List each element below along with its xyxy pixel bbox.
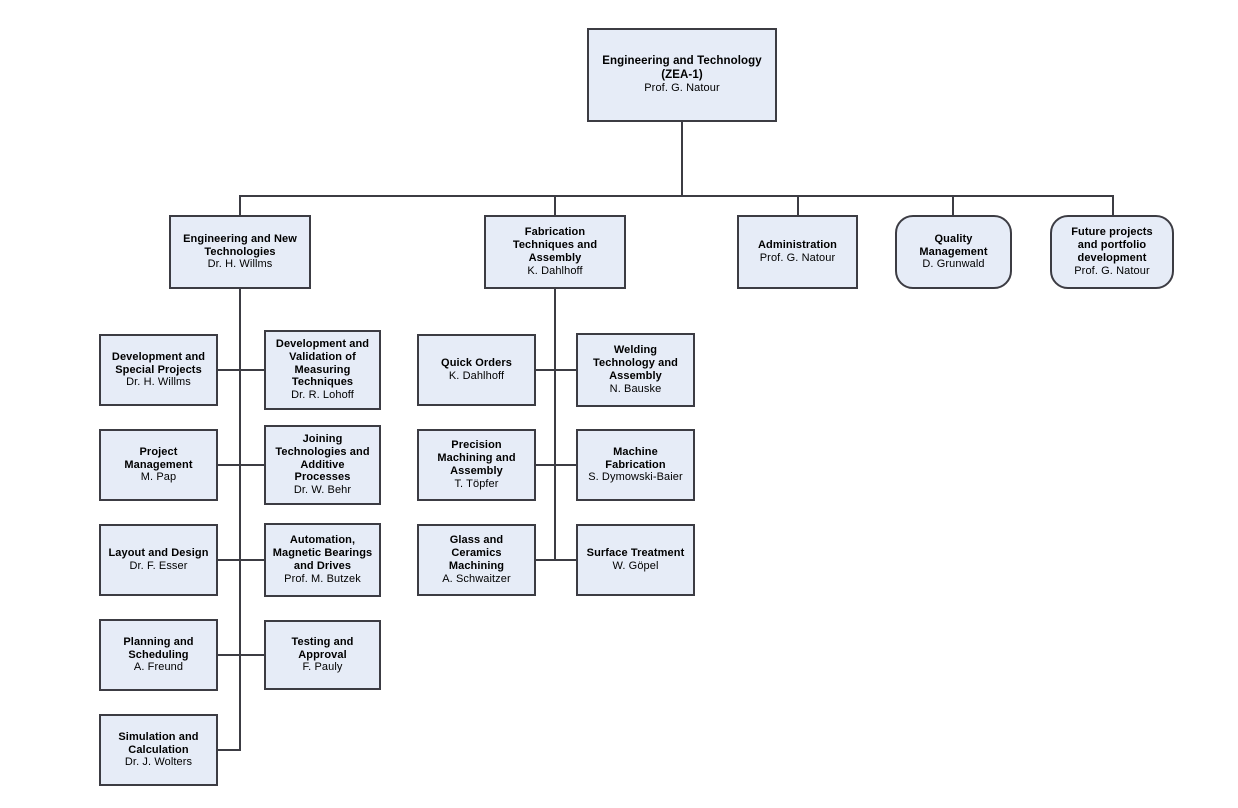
node-development-and-special-projects[interactable]: Development and Special Projects Dr. H. … [99, 334, 218, 406]
node-automation-magnetic-bearings-and-drives[interactable]: Automation, Magnetic Bearings and Drives… [264, 523, 381, 597]
node-title: Engineering and Technology (ZEA-1) [602, 54, 762, 81]
connector-fabrication-row-1 [536, 369, 578, 371]
node-person: Dr. F. Esser [129, 560, 188, 572]
node-person: S. Dymowski-Baier [588, 471, 683, 484]
node-person: Prof. G. Natour [1074, 264, 1150, 277]
connector-drop-fabrication [554, 195, 556, 215]
connector-drop-administration [797, 195, 799, 215]
connector-drop-engineering [239, 195, 241, 215]
node-joining-technologies-and-additive-processes[interactable]: Joining Technologies and Additive Proces… [264, 425, 381, 505]
node-title: Surface Treatment [586, 547, 685, 560]
node-glass-and-ceramics-machining[interactable]: Glass and Ceramics Machining A. Schwaitz… [417, 524, 536, 596]
node-title: Future projects and portfolio developmen… [1071, 226, 1153, 264]
node-title: Welding Technology and Assembly [593, 344, 678, 382]
node-person: Dr. R. Lohoff [291, 389, 354, 402]
node-person: D. Grunwald [922, 258, 985, 271]
node-person: M. Pap [140, 471, 177, 484]
connector-drop-quality [952, 195, 954, 215]
node-title: Automation, Magnetic Bearings and Drives [272, 534, 373, 572]
connector-fabrication-row-3 [536, 559, 578, 561]
node-fabrication-techniques-and-assembly[interactable]: Fabrication Techniques and Assembly K. D… [484, 215, 626, 289]
connector-drop-future-projects [1112, 195, 1114, 215]
node-title: Quick Orders [441, 357, 512, 370]
node-title: Glass and Ceramics Machining [448, 534, 505, 572]
node-title: Fabrication Techniques and Assembly [512, 226, 598, 264]
node-title: Joining Technologies and Additive Proces… [275, 432, 370, 484]
node-person: N. Bauske [609, 382, 662, 395]
node-person: K. Dahlhoff [527, 264, 583, 277]
node-title: Administration [757, 239, 837, 252]
node-title: Development and Special Projects [111, 350, 206, 376]
node-title: Layout and Design [108, 547, 209, 560]
node-quality-management[interactable]: Quality Management D. Grunwald [895, 215, 1012, 289]
node-development-and-validation-of-measuring-techniques[interactable]: Development and Validation of Measuring … [264, 330, 381, 410]
connector-fabrication-spine [554, 289, 556, 561]
node-person: A. Freund [133, 661, 184, 674]
node-administration[interactable]: Administration Prof. G. Natour [737, 215, 858, 289]
node-person: Prof. G. Natour [644, 82, 720, 95]
node-title: Precision Machining and Assembly [437, 439, 516, 477]
connector-engineering-row-1 [218, 369, 265, 371]
connector-engineering-row-3 [218, 559, 265, 561]
node-title: Simulation and Calculation [118, 730, 199, 756]
node-title: Development and Validation of Measuring … [275, 337, 370, 389]
node-person: K. Dahlhoff [448, 370, 505, 382]
connector-engineering-row-5 [218, 749, 241, 751]
connector-engineering-row-2 [218, 464, 265, 466]
node-person: Prof. M. Butzek [284, 572, 361, 585]
node-title: Project Management [124, 445, 193, 471]
connector-level2-bus [239, 195, 1114, 197]
node-machine-fabrication[interactable]: Machine Fabrication S. Dymowski-Baier [576, 429, 695, 501]
node-precision-machining-and-assembly[interactable]: Precision Machining and Assembly T. Töpf… [417, 429, 536, 501]
node-title: Engineering and New Technologies [183, 232, 297, 258]
node-person: T. Töpfer [454, 477, 499, 490]
node-future-projects-and-portfolio-development[interactable]: Future projects and portfolio developmen… [1050, 215, 1174, 289]
node-title: Quality Management [919, 232, 988, 258]
node-person: Dr. J. Wolters [124, 756, 193, 769]
node-title: Testing and Approval [291, 635, 354, 661]
node-quick-orders[interactable]: Quick Orders K. Dahlhoff [417, 334, 536, 406]
node-title: Planning and Scheduling [123, 635, 194, 661]
node-person: Dr. H. Willms [207, 258, 273, 271]
node-planning-and-scheduling[interactable]: Planning and Scheduling A. Freund [99, 619, 218, 691]
node-layout-and-design[interactable]: Layout and Design Dr. F. Esser [99, 524, 218, 596]
node-person: A. Schwaitzer [442, 572, 511, 585]
node-person: F. Pauly [302, 661, 343, 674]
connector-fabrication-row-2 [536, 464, 578, 466]
connector-root-down [681, 122, 683, 196]
node-person: W. Göpel [612, 560, 659, 572]
node-welding-technology-and-assembly[interactable]: Welding Technology and Assembly N. Bausk… [576, 333, 695, 407]
node-person: Dr. W. Behr [293, 484, 352, 497]
node-surface-treatment[interactable]: Surface Treatment W. Göpel [576, 524, 695, 596]
node-testing-and-approval[interactable]: Testing and Approval F. Pauly [264, 620, 381, 690]
connector-engineering-row-4 [218, 654, 265, 656]
node-person: Prof. G. Natour [759, 252, 836, 264]
node-root-engineering-and-technology[interactable]: Engineering and Technology (ZEA-1) Prof.… [587, 28, 777, 122]
node-engineering-and-new-technologies[interactable]: Engineering and New Technologies Dr. H. … [169, 215, 311, 289]
node-title: Machine Fabrication [605, 445, 666, 471]
node-simulation-and-calculation[interactable]: Simulation and Calculation Dr. J. Wolter… [99, 714, 218, 786]
connector-engineering-spine [239, 289, 241, 751]
node-project-management[interactable]: Project Management M. Pap [99, 429, 218, 501]
node-person: Dr. H. Willms [126, 376, 191, 389]
